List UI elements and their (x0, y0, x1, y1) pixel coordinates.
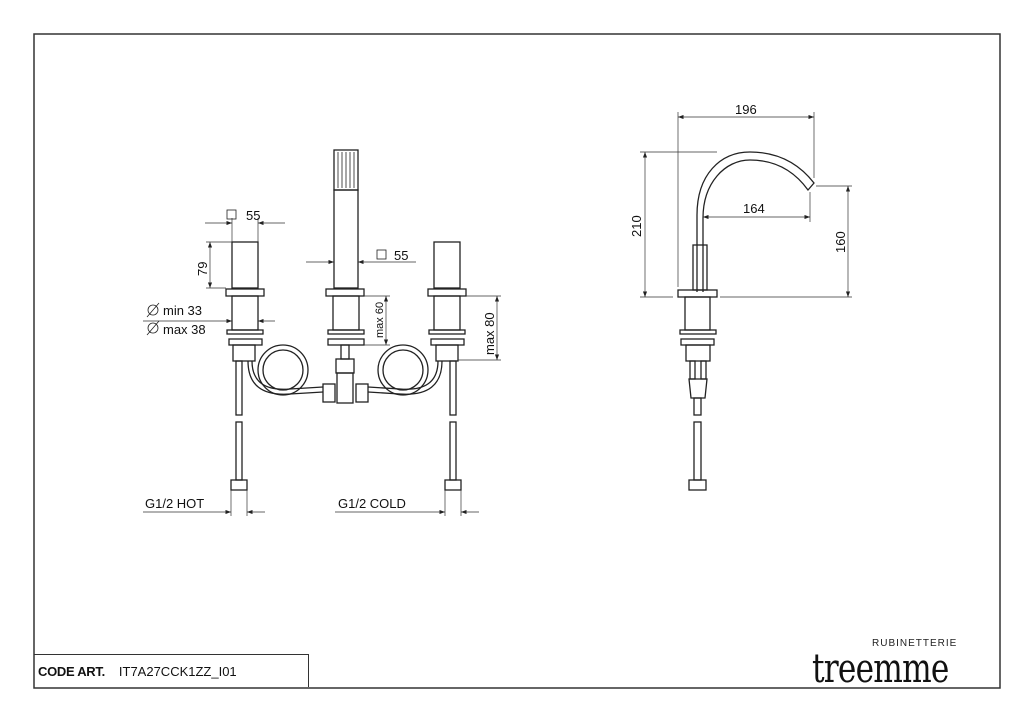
dim-hole-min: min 33 (163, 303, 202, 318)
dim-height: 210 (629, 215, 644, 237)
dim-inner-reach: 164 (743, 201, 765, 216)
dim-handset-square: 55 (394, 248, 408, 263)
code-value: IT7A27CCK1ZZ_I01 (118, 663, 237, 679)
code-label: CODE ART. (38, 663, 105, 679)
cold-connection-label: G1/2 COLD (338, 496, 406, 511)
dim-handle-height: 79 (195, 262, 210, 276)
handset (322, 149, 369, 404)
front-view: 55 79 min 33 max 38 55 max 60 max 80 G1/ (143, 149, 501, 516)
dim-outlet-height: 160 (833, 231, 848, 253)
dim-handle-square: 55 (246, 208, 260, 223)
brand-logo: treemme (812, 646, 949, 692)
hot-connection-label: G1/2 HOT (145, 496, 204, 511)
hot-handle (225, 241, 265, 491)
code-article-box: CODE ART. IT7A27CCK1ZZ_I01 (34, 654, 309, 687)
cold-handle (427, 241, 467, 491)
dim-max-60: max 60 (374, 302, 386, 338)
dim-reach: 196 (735, 102, 757, 117)
hoses (247, 344, 443, 396)
front-dimensions: 55 79 min 33 max 38 55 max 60 max 80 G1/ (143, 208, 501, 516)
drawing-frame (33, 33, 1001, 689)
side-dimensions: 196 210 164 160 (629, 102, 852, 298)
dim-max-80: max 80 (482, 312, 497, 355)
brand-subtitle: RUBINETTERIE (872, 638, 958, 649)
dim-hole-max: max 38 (163, 322, 206, 337)
side-view: 196 210 164 160 (629, 102, 852, 491)
